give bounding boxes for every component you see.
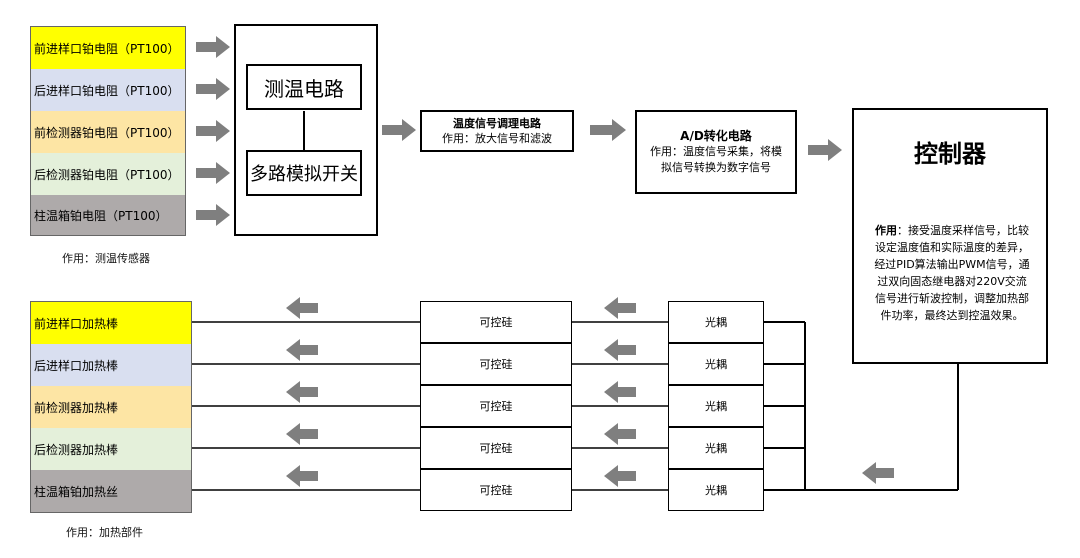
scr-label: 可控硅 — [479, 400, 513, 413]
sensor-row-2: 前检测器铂电阻（PT100） — [31, 111, 185, 153]
right-arrows — [196, 36, 842, 226]
scr-label: 可控硅 — [479, 484, 513, 497]
sensor-row-1: 后进样口铂电阻（PT100） — [31, 69, 185, 111]
arrow-right-icon — [196, 36, 230, 58]
optocoupler-box-0: 光耦 — [668, 301, 764, 343]
sensor-label: 后进样口铂电阻（PT100） — [34, 83, 180, 98]
optocoupler-label: 光耦 — [705, 442, 727, 455]
heater-caption: 作用：加热部件 — [66, 526, 143, 539]
controller-desc: 作用：接受温度采样信号，比较 设定温度值和实际温度的差异， 经过PID算法输出P… — [860, 222, 1044, 324]
arrow-left-icon — [604, 465, 636, 487]
sensor-label: 前进样口铂电阻（PT100） — [34, 41, 180, 56]
arrow-left-icon — [286, 297, 318, 319]
sensor-row-3: 后检测器铂电阻（PT100） — [31, 153, 185, 195]
optocoupler-box-1: 光耦 — [668, 343, 764, 385]
arrow-right-icon — [196, 78, 230, 100]
arrow-right-icon — [382, 119, 416, 141]
optocoupler-label: 光耦 — [705, 316, 727, 329]
controller-desc-line: 件功率，最终达到控温效果。 — [880, 309, 1024, 322]
controller-desc-line: 经过PID算法输出PWM信号，通 — [874, 258, 1030, 271]
scr-opt-lines — [572, 321, 668, 491]
controller-title: 控制器 — [914, 140, 986, 168]
scr-label: 可控硅 — [479, 358, 513, 371]
scr-box-2: 可控硅 — [420, 385, 572, 427]
ad-conversion-desc: 拟信号转换为数字信号 — [661, 161, 771, 174]
arrow-left-icon — [604, 339, 636, 361]
scr-label: 可控硅 — [479, 442, 513, 455]
arrow-left-icon — [604, 381, 636, 403]
sensor-caption: 作用：测温传感器 — [62, 252, 150, 265]
arrow-left-icon — [286, 423, 318, 445]
arrow-right-icon — [808, 139, 842, 161]
sensor-label: 后检测器铂电阻（PT100） — [34, 167, 180, 182]
controller-desc-text: ：接受温度采样信号，比较 — [897, 224, 1029, 237]
measure-circuit-box: 测温电路 — [246, 64, 362, 110]
heater-label: 柱温箱铂加热丝 — [34, 484, 119, 499]
scr-box-1: 可控硅 — [420, 343, 572, 385]
arrow-left-icon — [286, 381, 318, 403]
heater-label: 后进样口加热棒 — [34, 358, 119, 373]
measure-circuit-label: 测温电路 — [264, 76, 344, 101]
heater-label: 后检测器加热棒 — [34, 442, 119, 457]
arrow-left-icon — [604, 297, 636, 319]
heater-row-1: 后进样口加热棒 — [31, 344, 191, 386]
arrow-right-icon — [196, 162, 230, 184]
heater-row-2: 前检测器加热棒 — [31, 386, 191, 428]
arrow-left-icon — [604, 423, 636, 445]
controller-desc-bold: 作用 — [875, 224, 897, 237]
ad-conversion-title: A/D转化电路 — [680, 129, 752, 143]
scr-box-3: 可控硅 — [420, 427, 572, 469]
sensor-row-4: 柱温箱铂电阻（PT100） — [31, 195, 185, 235]
mux-switch-box: 多路模拟开关 — [246, 150, 362, 196]
optocoupler-box-4: 光耦 — [668, 469, 764, 511]
arrow-left-icon — [862, 462, 894, 484]
arrow-left-icon — [286, 339, 318, 361]
controller-desc-line: 作用：接受温度采样信号，比较 — [860, 222, 1044, 239]
arrow-right-icon — [590, 119, 626, 141]
ad-conversion-box: A/D转化电路 作用：温度信号采集，将模 拟信号转换为数字信号 — [635, 110, 797, 194]
sensor-label: 前检测器铂电阻（PT100） — [34, 125, 180, 140]
sensor-row-0: 前进样口铂电阻（PT100） — [31, 27, 185, 69]
optocoupler-label: 光耦 — [705, 358, 727, 371]
scr-box-0: 可控硅 — [420, 301, 572, 343]
arrow-right-icon — [196, 120, 230, 142]
sensor-label: 柱温箱铂电阻（PT100） — [34, 208, 168, 223]
scr-box-4: 可控硅 — [420, 469, 572, 511]
heater-row-3: 后检测器加热棒 — [31, 428, 191, 470]
scr-label: 可控硅 — [479, 316, 513, 329]
optocoupler-box-2: 光耦 — [668, 385, 764, 427]
controller-desc-line: 设定温度值和实际温度的差异， — [875, 241, 1029, 254]
left-arrows — [286, 297, 894, 487]
signal-conditioning-title: 温度信号调理电路 — [453, 117, 541, 130]
optocoupler-label: 光耦 — [705, 400, 727, 413]
measure-block — [234, 24, 378, 236]
mux-switch-label: 多路模拟开关 — [250, 164, 358, 185]
signal-conditioning-box: 温度信号调理电路 作用：放大信号和滤波 — [420, 110, 574, 152]
heater-row-4: 柱温箱铂加热丝 — [31, 470, 191, 512]
controller-box: 控制器 作用：接受温度采样信号，比较 设定温度值和实际温度的差异， 经过PID算… — [852, 108, 1048, 364]
heater-lines — [192, 321, 420, 491]
optocoupler-label: 光耦 — [705, 484, 727, 497]
signal-conditioning-desc: 作用：放大信号和滤波 — [442, 132, 552, 145]
heater-list: 前进样口加热棒 后进样口加热棒 前检测器加热棒 后检测器加热棒 柱温箱铂加热丝 — [30, 301, 192, 513]
sensor-list: 前进样口铂电阻（PT100） 后进样口铂电阻（PT100） 前检测器铂电阻（PT… — [30, 26, 186, 236]
arrow-left-icon — [286, 465, 318, 487]
controller-desc-line: 过双向固态继电器对220V交流 — [877, 275, 1027, 288]
optocoupler-bus — [764, 321, 959, 491]
ad-conversion-desc: 作用：温度信号采集，将模 — [650, 145, 782, 158]
heater-row-0: 前进样口加热棒 — [31, 302, 191, 344]
controller-desc-line: 信号进行斩波控制，调整加热部 — [875, 292, 1029, 305]
arrow-right-icon — [196, 204, 230, 226]
heater-label: 前进样口加热棒 — [34, 316, 119, 331]
heater-label: 前检测器加热棒 — [34, 400, 119, 415]
optocoupler-box-3: 光耦 — [668, 427, 764, 469]
